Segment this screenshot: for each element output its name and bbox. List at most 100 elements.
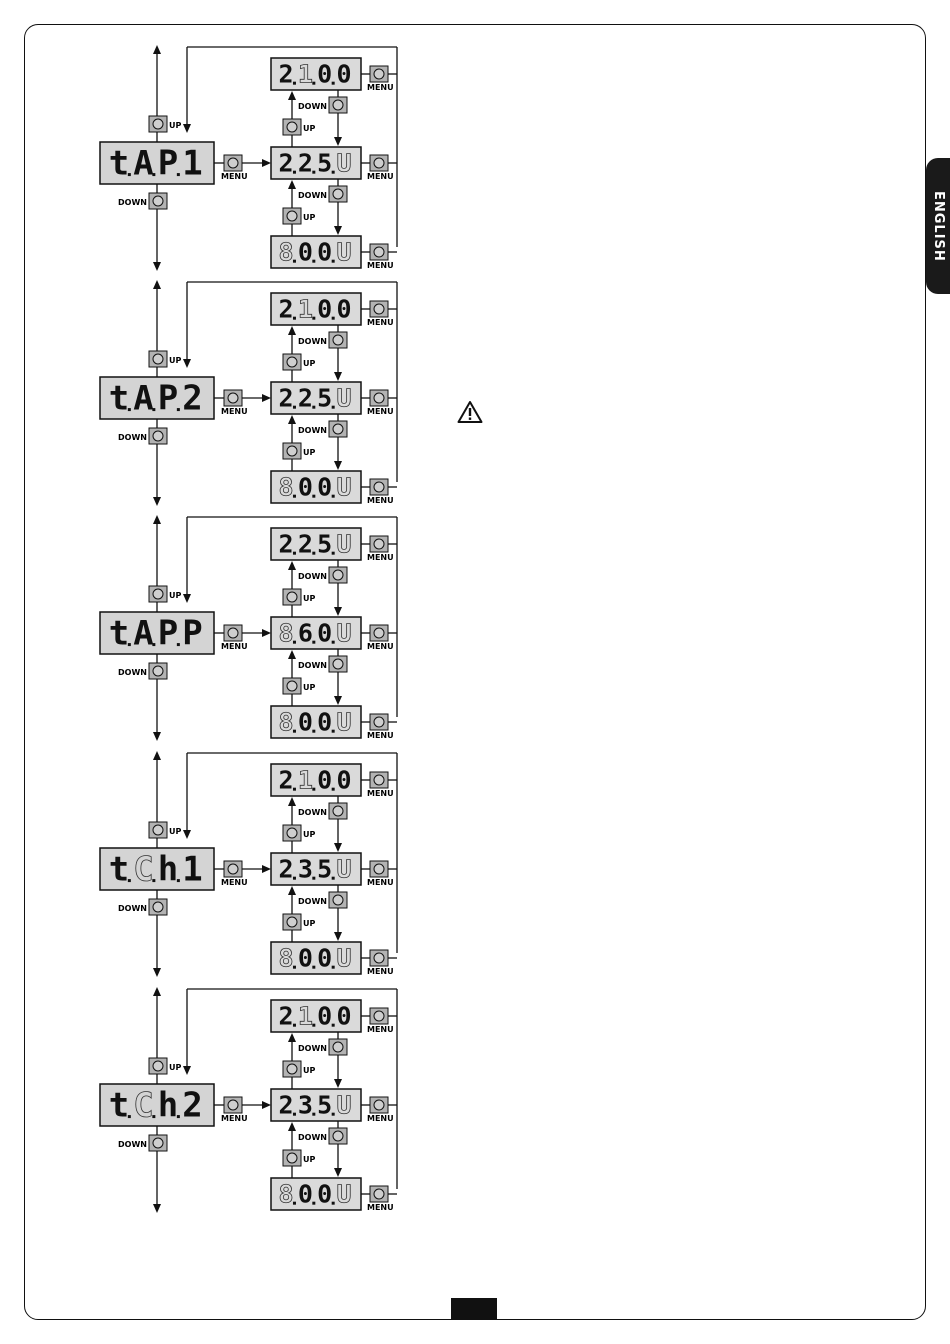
parameter-display-decimal-point (152, 173, 156, 177)
parameter-display-decimal-point (127, 643, 131, 647)
value-down-button[interactable] (328, 655, 348, 673)
value-up-button[interactable] (282, 442, 302, 460)
value-up-button[interactable] (282, 1060, 302, 1078)
value-menu-button[interactable] (369, 1007, 389, 1025)
value-display-decimal-point (312, 640, 316, 644)
value-display-decimal-point (292, 316, 296, 320)
parameter-display-digit: P (158, 143, 178, 183)
value-down-button[interactable] (328, 891, 348, 909)
value-display-decimal-point (312, 876, 316, 880)
menu-button[interactable] (223, 154, 243, 172)
value-menu-button[interactable] (369, 1096, 389, 1114)
value-down-button[interactable] (328, 566, 348, 584)
value-menu-button[interactable] (369, 389, 389, 407)
value-menu-button[interactable] (369, 65, 389, 83)
value-up-button[interactable] (282, 353, 302, 371)
value-menu-label: MENU (367, 642, 394, 651)
value-display-bezel (270, 941, 362, 975)
value-display-digit: 0 (317, 238, 332, 267)
value-up-label: UP (303, 448, 315, 457)
parameter-display-decimal-point (176, 173, 180, 177)
menu-arrowhead (262, 159, 271, 167)
value-menu-button[interactable] (369, 478, 389, 496)
menu-button[interactable] (223, 860, 243, 878)
menu-button[interactable] (223, 389, 243, 407)
value-menu-button[interactable] (369, 1185, 389, 1203)
value-up-button-knob (286, 916, 298, 928)
value-menu-label: MENU (367, 878, 394, 887)
value-up-button[interactable] (282, 207, 302, 225)
value-menu-button[interactable] (369, 300, 389, 318)
value-down-button[interactable] (328, 1038, 348, 1056)
value-up-label: UP (303, 124, 315, 133)
value-display-decimal-point (312, 405, 316, 409)
down-button[interactable] (148, 898, 168, 916)
up-label: UP (169, 356, 181, 365)
value-menu-label: MENU (367, 1025, 394, 1034)
value-display-decimal-point (292, 1112, 296, 1116)
value-display-digit: 2 (278, 149, 293, 178)
value-menu-button[interactable] (369, 154, 389, 172)
down-button[interactable] (148, 427, 168, 445)
value-down-button[interactable] (328, 802, 348, 820)
down-button[interactable] (148, 1134, 168, 1152)
value-menu-button[interactable] (369, 860, 389, 878)
value-down-button[interactable] (328, 1127, 348, 1145)
value-display-decimal-point (331, 1023, 335, 1027)
value-menu-button[interactable] (369, 713, 389, 731)
value-menu-button[interactable] (369, 535, 389, 553)
value-display-digit: 0 (317, 295, 332, 324)
value-up-button[interactable] (282, 588, 302, 606)
value-down-button[interactable] (328, 331, 348, 349)
value-menu-button-knob (373, 303, 385, 315)
down-button[interactable] (148, 192, 168, 210)
value-up-button[interactable] (282, 1149, 302, 1167)
value-up-button[interactable] (282, 677, 302, 695)
value-up-button-knob (286, 591, 298, 603)
down-button[interactable] (148, 662, 168, 680)
value-menu-button-knob (373, 627, 385, 639)
value-menu-label: MENU (367, 1114, 394, 1123)
up-button[interactable] (148, 1057, 168, 1075)
value-menu-button[interactable] (369, 771, 389, 789)
up-button[interactable] (148, 821, 168, 839)
value-down-button[interactable] (328, 420, 348, 438)
value-menu-button-knob (373, 392, 385, 404)
value-down-button[interactable] (328, 185, 348, 203)
parameter-display-digit: P (158, 613, 178, 653)
up-button[interactable] (148, 585, 168, 603)
value-display-decimal-point (292, 259, 296, 263)
parameter-display-decimal-point (176, 643, 180, 647)
value-up-button[interactable] (282, 824, 302, 842)
menu-button[interactable] (223, 624, 243, 642)
value-up-button[interactable] (282, 913, 302, 931)
value-display-digit: 1 (298, 60, 313, 89)
down-label: DOWN (118, 433, 147, 442)
value-up-button[interactable] (282, 118, 302, 136)
value-menu-button[interactable] (369, 624, 389, 642)
value-menu-button[interactable] (369, 949, 389, 967)
value-down-button[interactable] (328, 96, 348, 114)
value-down-arrowhead (334, 696, 342, 705)
value-display-digit: 3 (298, 1091, 313, 1120)
parameter-display-digit: t (109, 1085, 129, 1125)
value-up-arrowhead (288, 91, 296, 100)
value-display-digit: 2 (278, 1091, 293, 1120)
value-up-arrowhead (288, 650, 296, 659)
value-display-digit: 5 (317, 855, 332, 884)
value-menu-button[interactable] (369, 243, 389, 261)
menu-button[interactable] (223, 1096, 243, 1114)
up-button[interactable] (148, 350, 168, 368)
parameter-display-digit: P (182, 613, 202, 653)
up-button-knob (152, 824, 164, 836)
up-button[interactable] (148, 115, 168, 133)
value-menu-label: MENU (367, 496, 394, 505)
value-down-label: DOWN (298, 1133, 327, 1142)
value-display-bezel (270, 527, 362, 561)
parameter-display-decimal-point (152, 408, 156, 412)
value-display-decimal-point (312, 787, 316, 791)
value-display-decimal-point (292, 1023, 296, 1027)
